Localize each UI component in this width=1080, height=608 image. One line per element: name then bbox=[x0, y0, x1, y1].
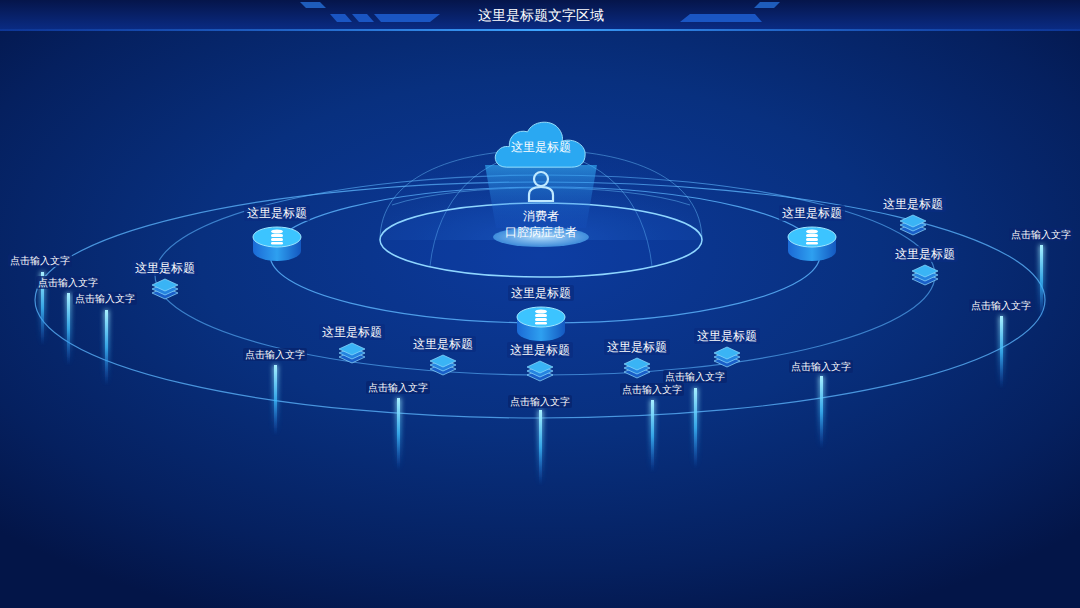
layer-node: 这里是标题 bbox=[880, 196, 946, 236]
layer-node: 这里是标题 bbox=[132, 260, 198, 300]
node-heading: 这里是标题 bbox=[892, 246, 958, 262]
layer-node: 这里是标题 bbox=[410, 336, 476, 376]
pillar-label: 点击输入文字 bbox=[36, 276, 100, 289]
orbit-rings bbox=[35, 175, 1045, 418]
node-text: 消费者 口腔病症患者 bbox=[495, 208, 587, 240]
pillar-label: 点击输入文字 bbox=[663, 370, 727, 383]
layer-icon bbox=[910, 264, 940, 286]
layer-icon bbox=[150, 278, 180, 300]
node-heading: 这里是标题 bbox=[694, 328, 760, 344]
pillar-label: 点击输入文字 bbox=[1009, 228, 1073, 241]
layer-node: 这里是标题 bbox=[892, 246, 958, 286]
database-node: 这里是标题 bbox=[779, 205, 845, 263]
person-icon bbox=[524, 168, 558, 204]
layer-icon bbox=[622, 357, 652, 379]
database-node: 这里是标题 bbox=[508, 285, 574, 343]
title-bar-line bbox=[0, 29, 1080, 31]
inner-ring bbox=[380, 203, 702, 277]
database-icon bbox=[515, 305, 567, 343]
cloud-node: 这里是标题 bbox=[493, 117, 589, 169]
node-heading: 这里是标题 bbox=[779, 205, 845, 221]
layer-node: 这里是标题 bbox=[694, 328, 760, 368]
pillar-label: 点击输入文字 bbox=[508, 395, 572, 408]
consumer-node: 消费者 口腔病症患者 bbox=[495, 168, 587, 240]
pillar-label: 点击输入文字 bbox=[73, 292, 137, 305]
layer-icon bbox=[525, 360, 555, 382]
database-icon bbox=[251, 225, 303, 263]
layer-node: 这里是标题 bbox=[507, 342, 573, 382]
pillar-label: 点击输入文字 bbox=[366, 381, 430, 394]
light-pillars bbox=[40, 245, 1044, 485]
node-heading: 这里是标题 bbox=[508, 285, 574, 301]
node-heading: 这里是标题 bbox=[880, 196, 946, 212]
node-heading: 这里是标题 bbox=[132, 260, 198, 276]
node-heading: 这里是标题 bbox=[319, 324, 385, 340]
layer-node: 这里是标题 bbox=[319, 324, 385, 364]
node-heading: 这里是标题 bbox=[604, 339, 670, 355]
node-heading: 这里是标题 bbox=[507, 342, 573, 358]
title-bar bbox=[0, 0, 1080, 31]
layer-icon bbox=[337, 342, 367, 364]
node-heading: 这里是标题 bbox=[410, 336, 476, 352]
layer-node: 这里是标题 bbox=[604, 339, 670, 379]
title-decoration bbox=[330, 14, 440, 22]
layer-icon bbox=[898, 214, 928, 236]
node-heading: 这里是标题 bbox=[511, 139, 571, 155]
pillar-label: 点击输入文字 bbox=[243, 348, 307, 361]
pillar-label: 点击输入文字 bbox=[620, 383, 684, 396]
page-title: 这里是标题文字区域 bbox=[478, 6, 604, 24]
title-decoration bbox=[680, 14, 762, 22]
pillar-label: 点击输入文字 bbox=[8, 254, 72, 267]
layer-icon bbox=[712, 346, 742, 368]
layer-icon bbox=[428, 354, 458, 376]
node-heading: 这里是标题 bbox=[244, 205, 310, 221]
pillar-label: 点击输入文字 bbox=[969, 299, 1033, 312]
database-node: 这里是标题 bbox=[244, 205, 310, 263]
pillar-label: 点击输入文字 bbox=[789, 360, 853, 373]
database-icon bbox=[786, 225, 838, 263]
